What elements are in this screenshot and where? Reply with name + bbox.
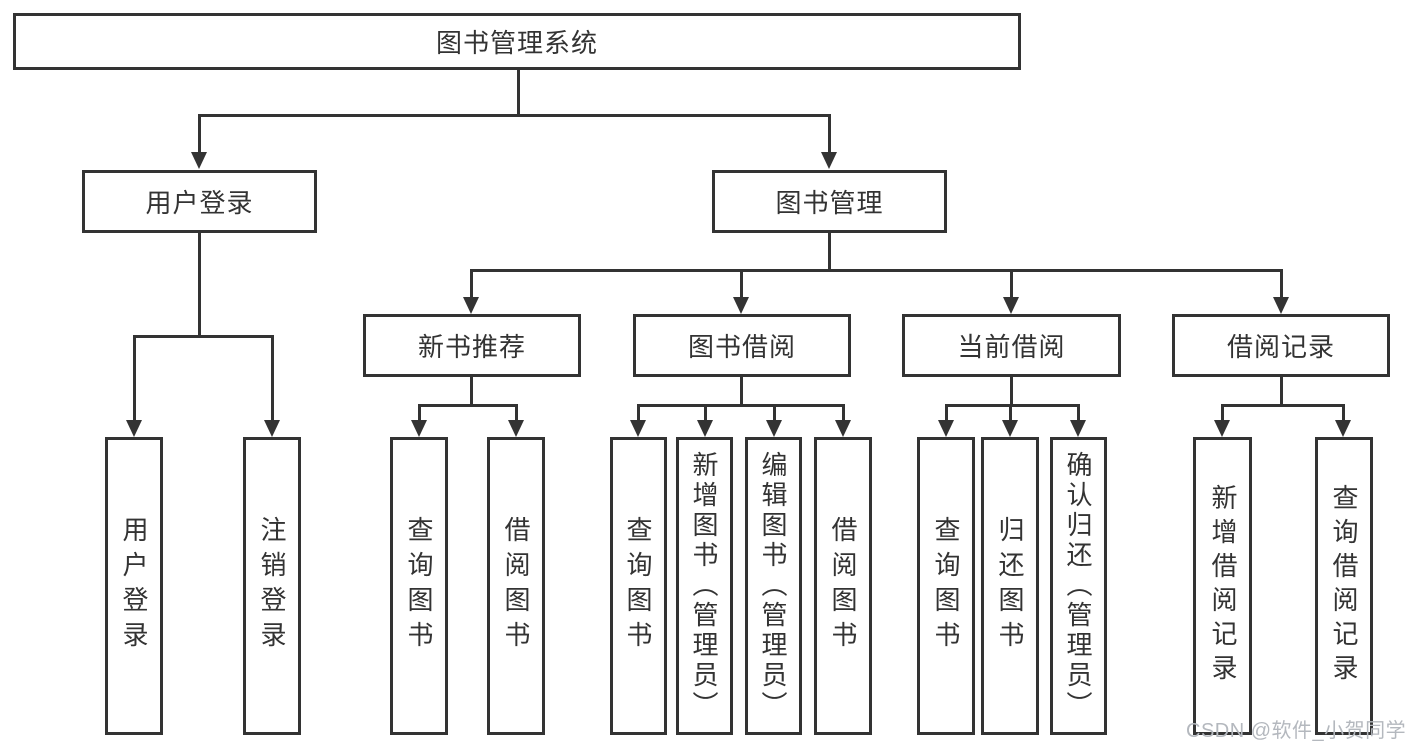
- node-label: 查询图书: [931, 516, 961, 656]
- node-label: 新增借阅记录: [1208, 484, 1238, 688]
- arrow-down-icon: [191, 152, 207, 169]
- node-newbook-borrow: 借阅图书: [487, 437, 545, 735]
- node-label: 借阅图书: [501, 516, 531, 656]
- node-book-management: 图书管理: [712, 170, 947, 233]
- arrow-down-icon: [1003, 297, 1019, 314]
- connector-line: [740, 377, 743, 406]
- connector-line: [418, 404, 518, 407]
- connector-line: [945, 404, 1080, 407]
- connector-line: [1009, 406, 1012, 421]
- node-records-add: 新增借阅记录: [1193, 437, 1252, 735]
- node-current-confirm-admin: 确认归还（管理员）: [1050, 437, 1107, 735]
- connector-line: [828, 233, 831, 271]
- arrow-down-icon: [630, 420, 646, 437]
- connector-line: [773, 406, 776, 421]
- node-label: 借阅图书: [828, 516, 858, 656]
- node-borrow-query: 查询图书: [610, 437, 667, 735]
- connector-line: [198, 116, 201, 154]
- connector-line: [1077, 406, 1080, 421]
- connector-line: [1221, 406, 1224, 421]
- arrow-down-icon: [733, 297, 749, 314]
- node-current-return: 归还图书: [981, 437, 1039, 735]
- connector-line: [1010, 271, 1013, 298]
- node-label: 当前借阅: [957, 332, 1066, 362]
- node-borrow-edit-admin: 编辑图书（管理员）: [745, 437, 802, 735]
- node-label: 查询图书: [404, 516, 434, 656]
- connector-line: [515, 406, 518, 421]
- node-current-borrow: 当前借阅: [902, 314, 1121, 377]
- node-login: 用户登录: [105, 437, 163, 735]
- connector-line: [637, 406, 640, 421]
- connector-line: [470, 271, 473, 298]
- node-logout: 注销登录: [243, 437, 301, 735]
- connector-line: [842, 406, 845, 421]
- node-book-borrow: 图书借阅: [633, 314, 851, 377]
- arrow-down-icon: [264, 420, 280, 437]
- connector-line: [517, 70, 520, 116]
- node-newbook-query: 查询图书: [390, 437, 448, 735]
- arrow-down-icon: [835, 420, 851, 437]
- node-label: 借阅记录: [1226, 332, 1335, 362]
- connector-line: [1342, 406, 1345, 421]
- connector-line: [1221, 404, 1345, 407]
- arrow-down-icon: [697, 420, 713, 437]
- arrow-down-icon: [126, 420, 142, 437]
- node-label: 查询图书: [623, 516, 653, 656]
- node-current-query: 查询图书: [917, 437, 975, 735]
- connector-line: [418, 406, 421, 421]
- connector-line: [198, 114, 831, 117]
- watermark: CSDN @软件_小贺同学: [1186, 720, 1405, 742]
- node-label: 归还图书: [995, 516, 1025, 656]
- arrow-down-icon: [1002, 420, 1018, 437]
- node-borrow-records: 借阅记录: [1172, 314, 1390, 377]
- node-label: 图书借阅: [687, 332, 796, 362]
- node-label: 用户登录: [119, 516, 149, 656]
- node-user-login: 用户登录: [82, 170, 317, 233]
- connector-line: [637, 404, 845, 407]
- arrow-down-icon: [508, 420, 524, 437]
- node-borrow-borrow: 借阅图书: [814, 437, 872, 735]
- connector-line: [704, 406, 707, 421]
- connector-line: [740, 271, 743, 298]
- node-label: 查询借阅记录: [1329, 484, 1359, 688]
- arrow-down-icon: [766, 420, 782, 437]
- connector-line: [470, 377, 473, 406]
- connector-line: [470, 269, 1283, 272]
- connector-line: [198, 233, 201, 337]
- connector-line: [1010, 377, 1013, 406]
- arrow-down-icon: [821, 152, 837, 169]
- arrow-down-icon: [938, 420, 954, 437]
- arrow-down-icon: [411, 420, 427, 437]
- node-label: 确认归还（管理员）: [1063, 451, 1093, 721]
- node-borrow-add-admin: 新增图书（管理员）: [676, 437, 733, 735]
- connector-line: [133, 335, 274, 338]
- node-label: 新增图书（管理员）: [689, 451, 719, 721]
- connector-line: [133, 337, 136, 421]
- connector-line: [271, 337, 274, 421]
- arrow-down-icon: [1273, 297, 1289, 314]
- connector-line: [828, 116, 831, 154]
- node-label: 用户登录: [145, 188, 254, 218]
- connector-line: [945, 406, 948, 421]
- arrow-down-icon: [1070, 420, 1086, 437]
- connector-line: [1280, 271, 1283, 298]
- node-label: 图书管理系统: [435, 28, 598, 58]
- node-label: 图书管理: [775, 188, 884, 218]
- node-new-book-recommend: 新书推荐: [363, 314, 581, 377]
- connector-line: [1280, 377, 1283, 406]
- arrow-down-icon: [1214, 420, 1230, 437]
- node-records-query: 查询借阅记录: [1315, 437, 1373, 735]
- node-label: 注销登录: [257, 516, 287, 656]
- node-label: 新书推荐: [417, 332, 526, 362]
- arrow-down-icon: [463, 297, 479, 314]
- node-root: 图书管理系统: [13, 13, 1021, 70]
- node-label: 编辑图书（管理员）: [758, 451, 788, 721]
- arrow-down-icon: [1335, 420, 1351, 437]
